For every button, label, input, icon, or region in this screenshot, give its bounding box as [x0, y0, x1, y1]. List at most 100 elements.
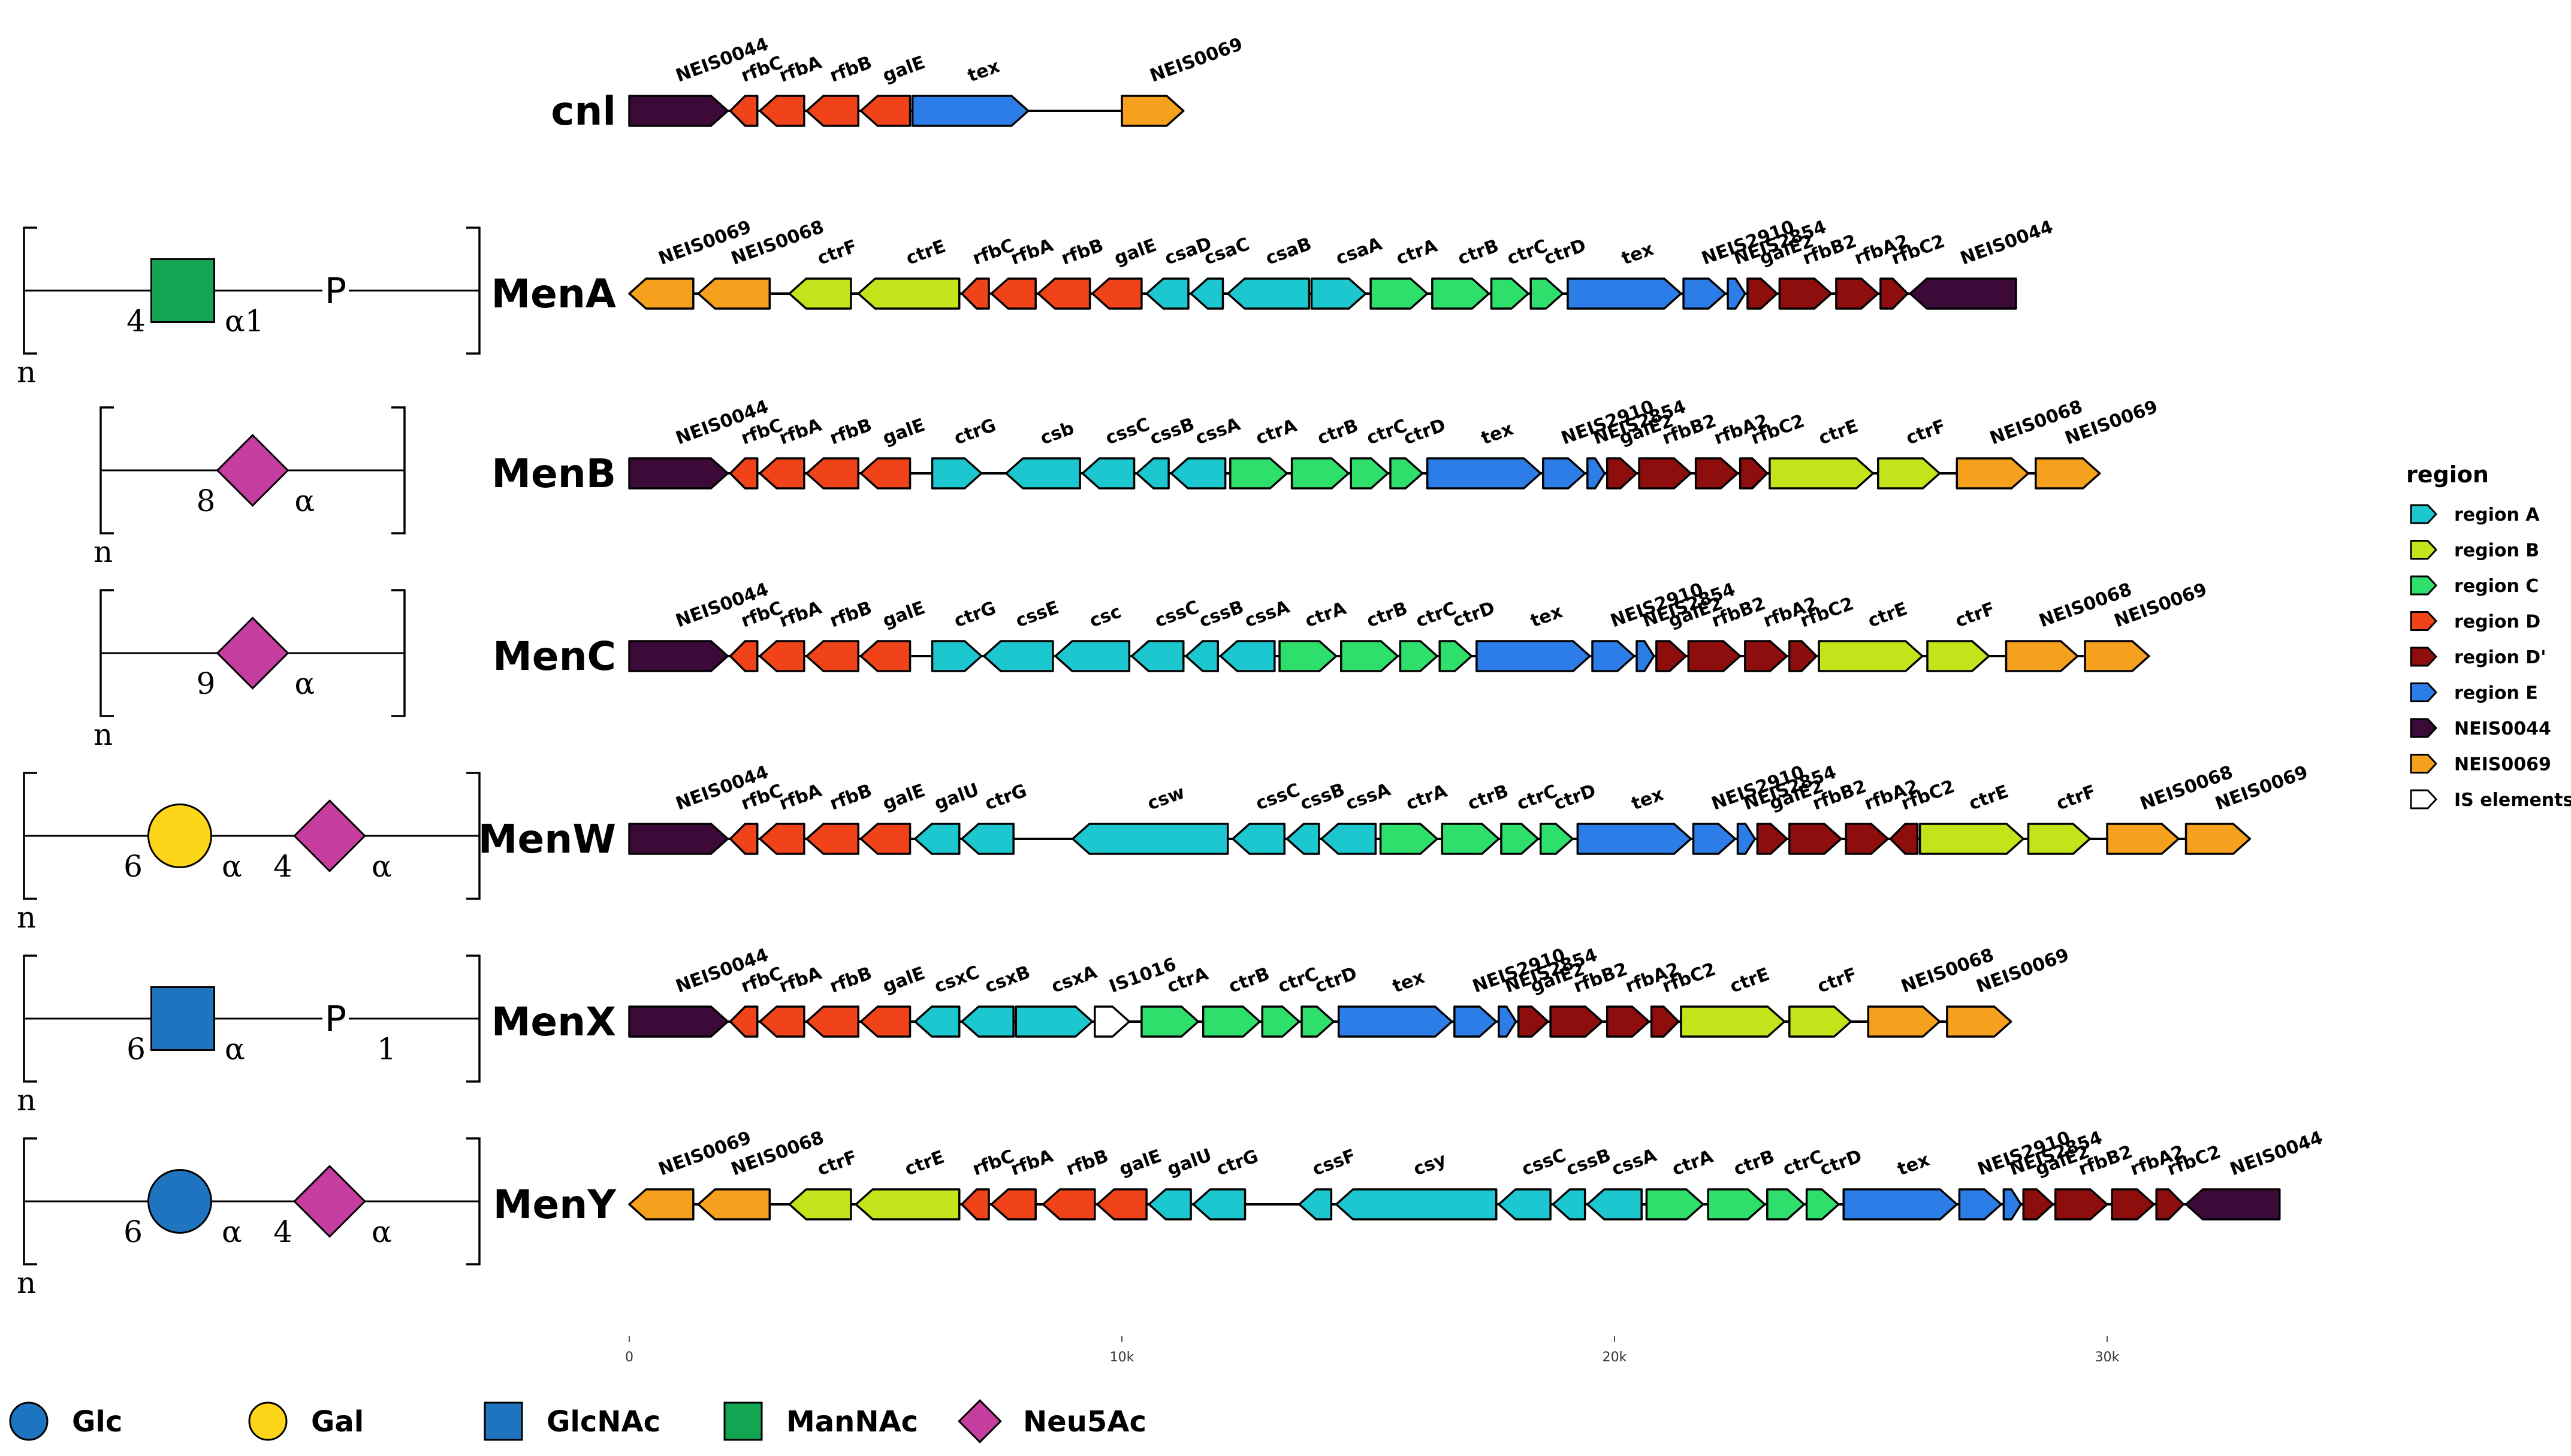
gene-arrow-gale: [859, 95, 912, 127]
gene-arrow-cssb: [1286, 823, 1320, 855]
gene-arrow-rfbc: [729, 457, 759, 490]
gene-label: ctrG: [951, 597, 998, 632]
gene-label: csy: [1411, 1149, 1449, 1180]
gene-label: tex: [1619, 238, 1656, 269]
gene-arrow-gale: [1096, 1188, 1148, 1221]
gene-arrow-ctrd: [1529, 277, 1564, 310]
gene-arrow-tex: [1475, 640, 1591, 672]
repeat-n-label: n: [17, 900, 36, 935]
gene-arrow-rfba: [759, 1005, 805, 1038]
gene-arrow-neis0044: [2184, 1188, 2281, 1221]
gene-arrow-is1016: [1094, 1005, 1131, 1038]
gene-label: rfbB: [1058, 235, 1106, 270]
gene-arrow-neis0068: [1867, 1005, 1941, 1038]
gene-arrow-rfbc: [729, 823, 759, 855]
legend-swatch: [2410, 789, 2437, 809]
gene-label: rfbA: [777, 963, 825, 998]
gene-label: galE: [880, 415, 928, 449]
gene-arrow-neis2910: [1958, 1188, 2003, 1221]
gene-label: rfbB: [827, 597, 875, 632]
legend-label: region D': [2454, 647, 2546, 668]
gene-arrow-rfbc: [961, 277, 990, 310]
glycan-diamond-monomer: [293, 1165, 366, 1238]
gene-label: ctrB: [1465, 781, 1511, 815]
gene-arrow-neis0069: [1946, 1005, 2012, 1038]
gene-label: ctrB: [1315, 415, 1362, 449]
gene-label: tex: [1478, 418, 1516, 449]
legend-swatch: [2410, 682, 2437, 702]
gene-arrow-csad: [1145, 277, 1190, 310]
linkage-left-label: 6: [123, 1215, 143, 1249]
gene-label: ctrD: [1312, 963, 1360, 997]
gene-arrow-ctrb: [1431, 277, 1490, 310]
gene-label: ctrB: [1455, 235, 1502, 270]
gene-label: ctrD: [1541, 235, 1589, 269]
gene-arrow-ctrf: [788, 277, 852, 310]
gene-arrow-rfba2: [1606, 1005, 1650, 1038]
linkage-left-label: 4: [273, 1215, 292, 1249]
sugar-legend-square-icon: [484, 1401, 523, 1441]
gene-arrow-rfbc: [729, 640, 759, 672]
gene-arrow-rfba2: [2111, 1188, 2155, 1221]
legend-label: region A: [2454, 505, 2540, 525]
gene-arrow-ctrg: [931, 457, 983, 490]
gene-arrow-neis0069: [628, 1188, 695, 1221]
gene-label: csaA: [1333, 233, 1385, 269]
gene-label: ctrD: [1450, 597, 1498, 632]
gene-arrow-ctra: [1369, 277, 1429, 310]
gene-arrow-neis2854: [1586, 457, 1606, 490]
sugar-legend-square-icon: [723, 1401, 763, 1441]
gene-arrow-rfbb: [805, 823, 859, 855]
gene-arrow-ctrf: [2027, 823, 2091, 855]
row-label: MenB: [491, 451, 616, 497]
gene-label: galE: [880, 52, 928, 87]
gene-label: IS1016: [1106, 954, 1179, 998]
gene-arrow-csc: [1054, 640, 1131, 672]
gene-label: rfbA: [1008, 1146, 1057, 1180]
gene-arrow-gale: [859, 1005, 912, 1038]
gene-arrow-rfbc2: [1879, 277, 1909, 310]
gene-arrow-ctra: [1379, 823, 1438, 855]
gene-arrow-cssa: [1219, 640, 1276, 672]
gene-arrow-neis2854: [1635, 640, 1655, 672]
gene-arrow-tex: [1426, 457, 1542, 490]
gene-label: ctrB: [1226, 963, 1273, 998]
gene-arrow-tex: [911, 95, 1030, 127]
gene-arrow-rfbc: [961, 1188, 990, 1221]
repeat-n-label: n: [17, 1083, 36, 1117]
gene-label: csc: [1087, 601, 1124, 632]
gene-arrow-rfbc2: [1788, 640, 1818, 672]
gene-label: cssC: [1152, 597, 1202, 632]
gene-label: ctrD: [1817, 1146, 1864, 1180]
gene-arrow-ctrg: [961, 823, 1015, 855]
gene-label: ctrE: [903, 236, 948, 270]
gene-arrow-ctrb: [1290, 457, 1350, 490]
gene-arrow-neis0069: [2184, 823, 2252, 855]
gene-arrow-rfba2: [1845, 823, 1889, 855]
gene-arrow-neis2910: [1591, 640, 1635, 672]
gene-label: cssA: [1609, 1144, 1660, 1180]
linkage-right-label: α: [372, 849, 392, 884]
gene-arrow-neis0044: [628, 457, 729, 490]
gene-arrow-ctrb: [1441, 823, 1500, 855]
gene-arrow-ctre: [855, 1188, 961, 1221]
gene-label: ctrA: [1669, 1146, 1716, 1180]
gene-arrow-ctrc: [1261, 1005, 1300, 1038]
gene-arrow-csse: [983, 640, 1054, 672]
gene-arrow-csxc: [914, 1005, 961, 1038]
gene-arrow-rfbb2: [2054, 1188, 2108, 1221]
gene-label: ctrA: [1253, 415, 1300, 449]
gene-arrow-csac: [1190, 277, 1224, 310]
gene-label: csb: [1037, 418, 1077, 449]
gene-arrow-tex: [1337, 1005, 1453, 1038]
gene-arrow-rfbb: [1042, 1188, 1096, 1221]
phosphate-linkage-label: 1: [377, 1032, 396, 1067]
linkage-left-label: 9: [197, 666, 216, 701]
gene-arrow-rfbb: [1037, 277, 1091, 310]
